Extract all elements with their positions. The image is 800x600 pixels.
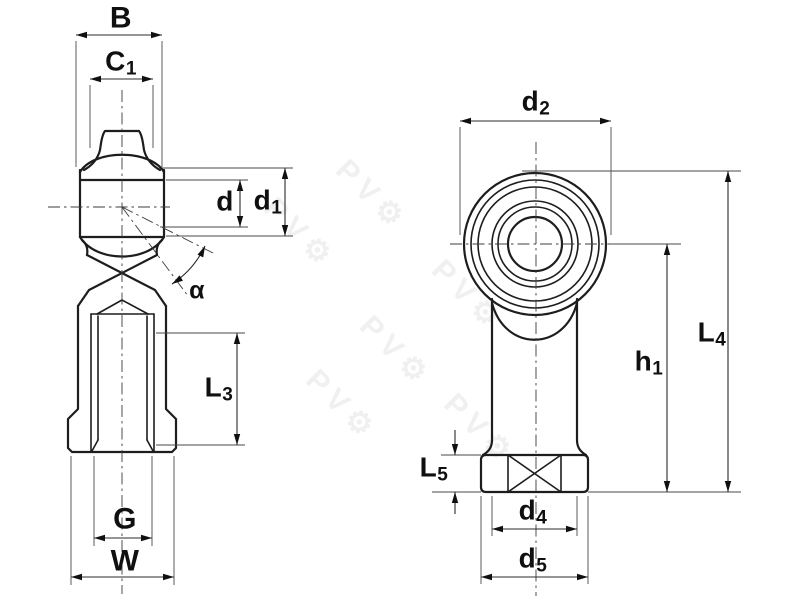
dim-label-alpha: α [189,276,205,305]
dim-label-L4: L4 [697,316,727,351]
dim-label-d5: d5 [518,542,548,577]
right-view-shank-nut [481,299,588,492]
left-view-outline [68,131,176,452]
dim-label-h1: h1 [634,345,664,380]
dim-label-d: d [216,185,234,217]
dim-label-C1: C1 [105,45,137,80]
dim-label-L5: L5 [419,451,449,486]
dim-label-W: W [110,544,140,578]
dim-label-G: G [113,502,137,536]
dim-label-d1: d1 [253,184,283,219]
dimension-lines [71,31,741,585]
right-view-centerlines [450,142,620,596]
dim-label-d4: d4 [518,494,548,529]
dim-label-B: B [109,1,133,35]
dim-label-d2: d2 [521,85,551,120]
left-view-thread-bore [91,300,154,451]
dim-label-L3: L3 [204,371,234,406]
